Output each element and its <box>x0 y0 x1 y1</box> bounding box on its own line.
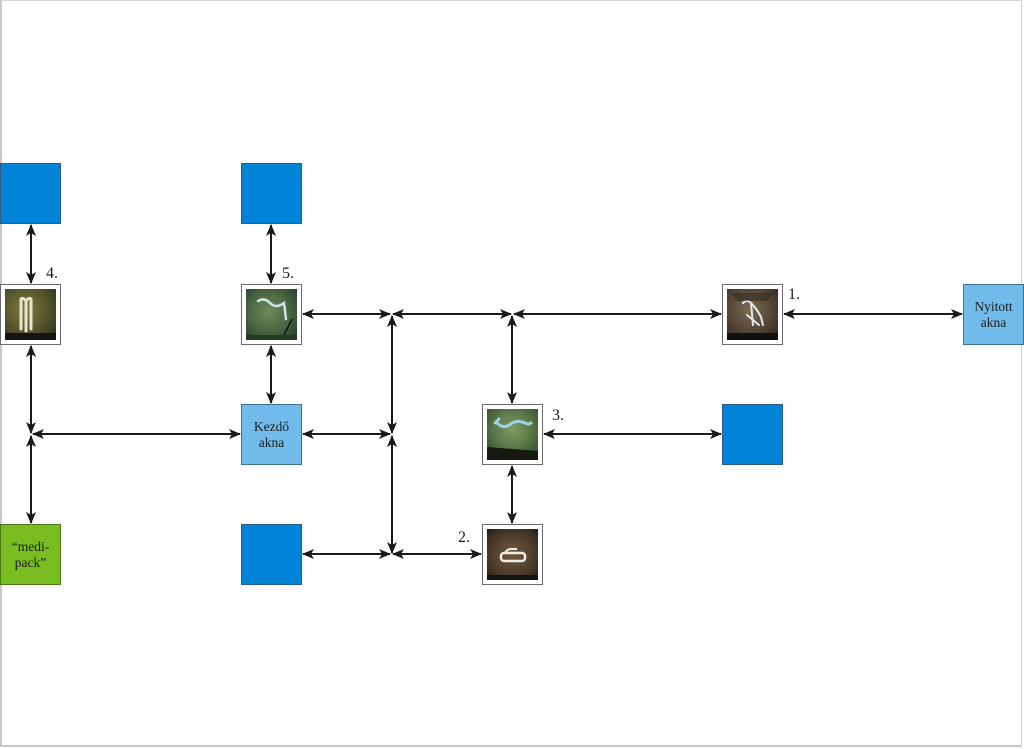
photo-box-2[interactable] <box>482 524 543 585</box>
snake-carving-icon <box>487 417 538 460</box>
wavy-line-carving-icon <box>246 298 297 340</box>
step-label-2: 2. <box>458 529 470 546</box>
step-label-3: 3. <box>552 407 564 424</box>
step-label-5: 5. <box>282 265 294 282</box>
nyitott-akna-box[interactable]: Nyitott akna <box>963 284 1024 345</box>
blue-box-top-middle[interactable] <box>241 163 302 224</box>
basket-carving-icon <box>487 548 538 580</box>
nyitott-akna-label-line1: Nyitott <box>974 298 1013 314</box>
medipack-label-line2: pack” <box>14 554 47 570</box>
medipack-label-line1: “medi- <box>11 538 50 554</box>
carving-photo <box>5 289 56 340</box>
photo-box-3[interactable] <box>482 404 543 465</box>
blue-box-bottom-middle[interactable] <box>241 524 302 585</box>
vertical-bars-carving-icon <box>5 296 56 340</box>
kezdo-akna-label-line2: akna <box>258 434 285 450</box>
nyitott-akna-label-line2: akna <box>980 314 1007 330</box>
carving-photo <box>727 289 778 340</box>
blue-box-top-left[interactable] <box>0 163 61 224</box>
carving-photo <box>246 289 297 340</box>
step-label-4: 4. <box>46 265 58 282</box>
photo-box-1[interactable] <box>722 284 783 345</box>
bird-carving-icon <box>727 293 778 340</box>
kezdo-akna-box[interactable]: Kezdő akna <box>241 404 302 465</box>
step-label-1: 1. <box>788 286 800 303</box>
kezdo-akna-label-line1: Kezdő <box>253 418 290 434</box>
blue-box-middle-right[interactable] <box>722 404 783 465</box>
photo-box-4[interactable] <box>0 284 61 345</box>
medipack-box[interactable]: “medi- pack” <box>0 524 61 585</box>
carving-photo <box>487 409 538 460</box>
carving-photo <box>487 529 538 580</box>
photo-box-5[interactable] <box>241 284 302 345</box>
